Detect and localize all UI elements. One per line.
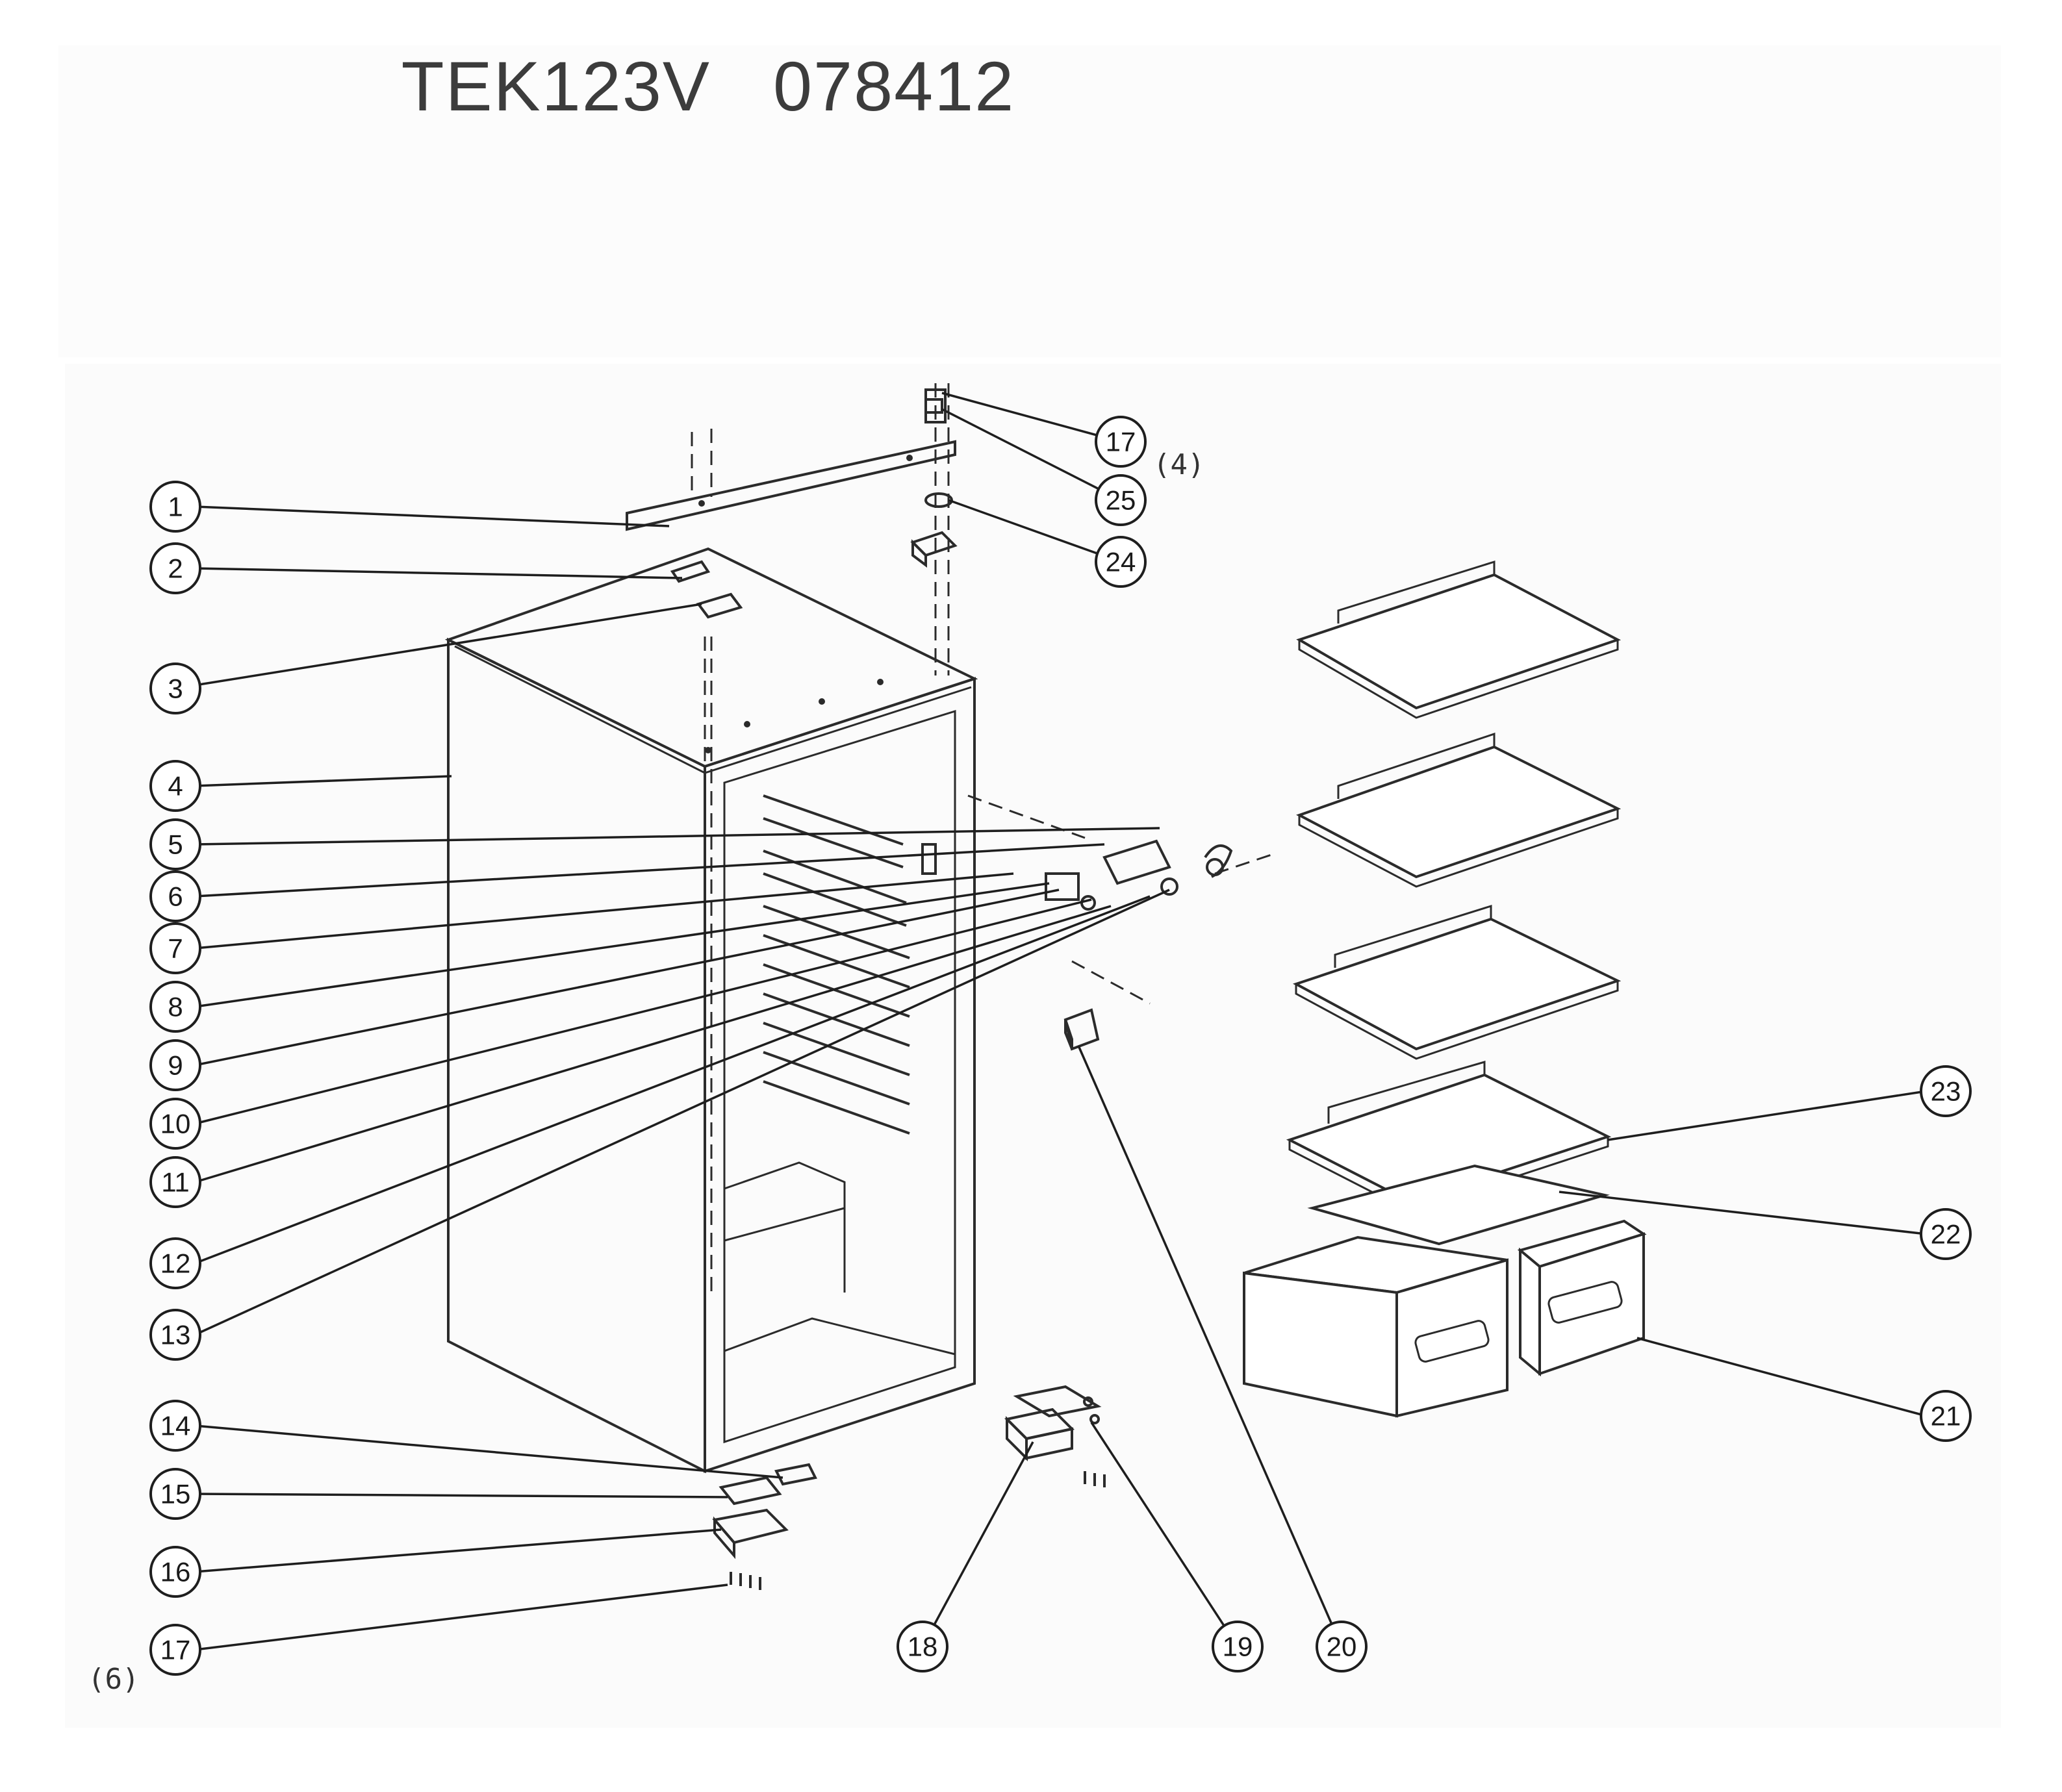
svg-text:5: 5 [168,829,183,860]
svg-text:8: 8 [168,992,183,1022]
callout-2: 2 [149,542,201,594]
callout-16: 16 [149,1546,201,1598]
callout-15: 15 [149,1468,201,1520]
svg-text:11: 11 [161,1167,190,1198]
callouts: 1 2 3 4 5 6 7 8 9 10 11 12 13 14 15 16 1… [149,416,1972,1676]
svg-text:6: 6 [168,881,183,912]
crisper-cover [1307,1164,1610,1246]
callout-8: 8 [149,981,201,1033]
callout-5: 5 [149,818,201,870]
callout-1: 1 [149,481,201,533]
callout-22: 22 [1920,1208,1972,1260]
svg-text:22: 22 [1931,1219,1961,1250]
electrical-parts [921,794,1274,1051]
svg-text:9: 9 [168,1050,183,1081]
interior-rails [763,794,910,1135]
callout-19: 19 [1212,1621,1264,1672]
quantity-annotation-bottom: (6) [88,1663,139,1696]
svg-text:14: 14 [160,1411,191,1441]
crisper-drawer-left [1243,1235,1508,1418]
glass-shelf-1 [1296,560,1622,719]
svg-text:2: 2 [168,553,183,584]
callout-12: 12 [149,1237,201,1289]
svg-text:7: 7 [168,933,183,964]
callout-11: 11 [149,1156,201,1208]
svg-text:25: 25 [1106,485,1136,516]
svg-text:19: 19 [1223,1632,1253,1662]
callout-10: 10 [149,1098,201,1150]
diagram-area [65,364,2001,1728]
svg-text:17: 17 [1106,427,1136,457]
bottom-hinge-left [712,1463,817,1590]
glass-shelf-3 [1292,904,1622,1060]
top-cover-plate [626,383,956,1299]
crisper-drawer-right [1517,1219,1647,1377]
callout-13: 13 [149,1309,201,1361]
svg-text:21: 21 [1931,1401,1961,1432]
svg-text:10: 10 [160,1109,191,1139]
header-area [58,45,2001,357]
callout-9: 9 [149,1039,201,1091]
svg-text:3: 3 [168,674,183,704]
svg-text:1: 1 [168,492,183,522]
callout-20: 20 [1316,1621,1368,1672]
callout-3: 3 [149,663,201,714]
svg-text:16: 16 [160,1557,191,1587]
callout-6: 6 [149,870,201,922]
callout-4: 4 [149,760,201,812]
svg-text:20: 20 [1327,1632,1357,1662]
svg-text:24: 24 [1106,547,1136,577]
callout-23: 23 [1920,1065,1972,1117]
callout-21: 21 [1920,1390,1972,1442]
callout-14: 14 [149,1400,201,1452]
quantity-annotation-top: (4) [1153,448,1204,481]
glass-shelf-2 [1296,732,1622,888]
svg-text:17: 17 [160,1635,191,1665]
callout-18: 18 [897,1621,948,1672]
svg-text:12: 12 [160,1248,191,1279]
callout-17-top: 17 [1095,416,1147,468]
callout-25: 25 [1095,474,1147,526]
hinge-bracket-left [670,560,743,619]
model-title: TEK123V 078412 [401,47,1015,125]
svg-text:15: 15 [160,1479,191,1509]
compressor-compartment [724,1161,956,1356]
callout-7: 7 [149,922,201,974]
callout-17-bottom: 17 [149,1624,201,1676]
crisper-shelf [1286,1061,1612,1213]
callout-24: 24 [1095,536,1147,588]
svg-text:13: 13 [160,1320,191,1350]
svg-text:23: 23 [1931,1076,1961,1107]
svg-text:4: 4 [168,771,183,801]
svg-text:18: 18 [908,1632,938,1662]
bottom-hinge-right [1004,1385,1106,1487]
leader-lines [194,392,1927,1651]
